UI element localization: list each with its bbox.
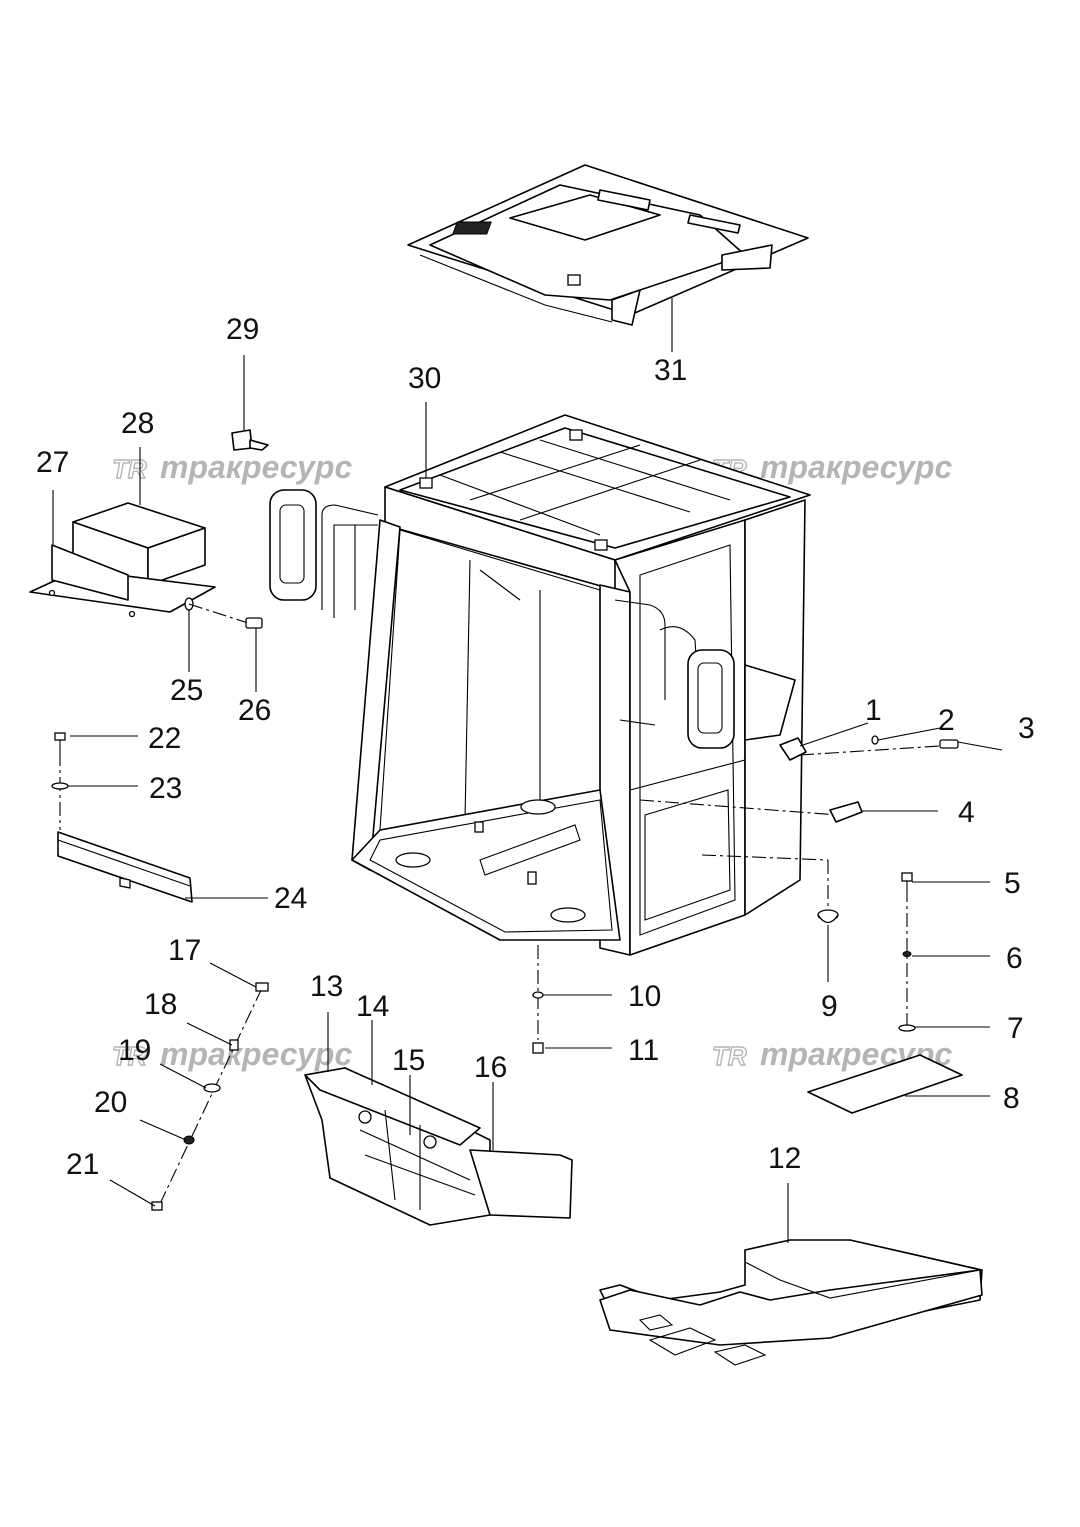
callout-31: 31 xyxy=(654,354,687,387)
callout-3: 3 xyxy=(1018,712,1035,745)
bolt-26-part xyxy=(245,617,263,629)
catch-4-part xyxy=(829,801,863,823)
plug-9-part xyxy=(817,909,839,924)
screw-21-part xyxy=(151,1201,163,1211)
floor-mat-12-part xyxy=(599,1239,983,1366)
watermark-logo: TR xyxy=(112,1041,147,1071)
latch-1-part xyxy=(779,737,807,761)
washer-7-part xyxy=(898,1024,916,1032)
callout-21: 21 xyxy=(66,1148,99,1181)
clip-17-part xyxy=(255,982,269,992)
leaders xyxy=(52,298,1003,1243)
callout-23: 23 xyxy=(149,772,182,805)
callout-8: 8 xyxy=(1003,1082,1020,1115)
callout-5: 5 xyxy=(1004,867,1021,900)
box-cover-28-part xyxy=(72,502,206,586)
callout-2: 2 xyxy=(938,704,955,737)
callout-4: 4 xyxy=(958,796,975,829)
callout-10: 10 xyxy=(628,980,661,1013)
callout-27: 27 xyxy=(36,446,69,479)
callout-29: 29 xyxy=(226,313,259,346)
rail-24-part xyxy=(57,831,193,903)
watermark-text: тракресурс xyxy=(760,449,952,485)
plate-8-part xyxy=(807,1054,963,1114)
spacer-18-part xyxy=(229,1039,239,1051)
callout-19: 19 xyxy=(118,1034,151,1067)
callout-11: 11 xyxy=(628,1034,659,1067)
console-13-16-part xyxy=(304,1067,573,1226)
watermark-bottom-right: TR тракресурс xyxy=(711,1036,952,1072)
washer-2-part xyxy=(871,735,879,745)
washer-10-part xyxy=(532,991,544,999)
callout-15: 15 xyxy=(392,1044,425,1077)
callout-14: 14 xyxy=(356,990,389,1023)
bolt-11-part xyxy=(532,1042,544,1054)
watermark-logo: TR xyxy=(112,454,147,484)
callout-30: 30 xyxy=(408,362,441,395)
bracket-29-part xyxy=(231,429,269,451)
plate-27-part xyxy=(29,544,216,618)
watermark-bottom-left: TR тракресурс xyxy=(111,1036,352,1072)
callout-7: 7 xyxy=(1007,1012,1024,1045)
cab-frame-part xyxy=(321,414,811,956)
bolt-3-part xyxy=(939,739,959,749)
washer-23-part xyxy=(51,782,69,790)
left-mirror-part xyxy=(269,489,317,601)
callout-26: 26 xyxy=(238,694,271,727)
callout-18: 18 xyxy=(144,988,177,1021)
watermark-top-left: TR тракресурс xyxy=(111,449,352,485)
callout-28: 28 xyxy=(121,407,154,440)
watermark-top-right: TR тракресурс xyxy=(711,449,952,485)
watermark-text: тракресурс xyxy=(160,1036,352,1072)
watermark-text: тракресурс xyxy=(160,449,352,485)
bolt-22-part xyxy=(54,732,66,752)
bolt-5-part xyxy=(901,872,913,890)
callout-20: 20 xyxy=(94,1086,127,1119)
roof-liner-part xyxy=(407,164,809,326)
callout-24: 24 xyxy=(274,882,307,915)
washer-19-part xyxy=(203,1083,221,1093)
nut-20-part xyxy=(183,1135,195,1145)
callout-1: 1 xyxy=(865,694,882,727)
callout-9: 9 xyxy=(821,990,838,1023)
callout-22: 22 xyxy=(148,722,181,755)
callout-25: 25 xyxy=(170,674,203,707)
callout-12: 12 xyxy=(768,1142,801,1175)
watermark-logo: TR xyxy=(712,1041,747,1071)
callout-16: 16 xyxy=(474,1051,507,1084)
washer-6-part xyxy=(902,951,912,957)
right-mirror-part xyxy=(687,649,735,749)
callout-6: 6 xyxy=(1006,942,1023,975)
callout-labels: 1 2 3 4 5 6 7 8 9 10 11 12 13 14 15 16 1… xyxy=(36,313,1035,1181)
callout-17: 17 xyxy=(168,934,201,967)
callout-13: 13 xyxy=(310,970,343,1003)
